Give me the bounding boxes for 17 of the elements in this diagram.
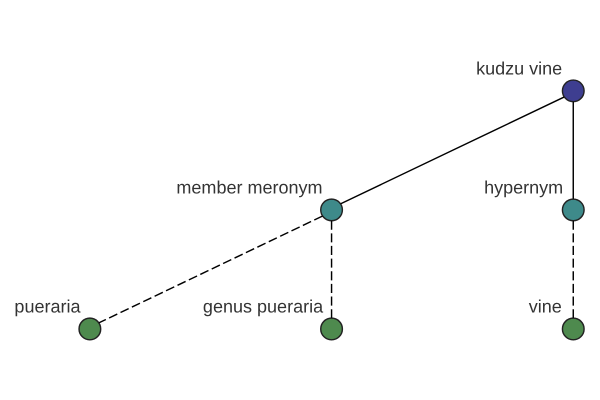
node-label: kudzu vine — [476, 58, 562, 79]
node-label: pueraria — [14, 296, 81, 317]
node-circle — [320, 198, 344, 222]
node-circle — [562, 79, 585, 102]
connector — [330, 220, 332, 318]
node-circle — [78, 317, 102, 340]
connector — [340, 96, 564, 204]
node-label: vine — [528, 296, 562, 317]
connector — [572, 220, 574, 318]
node-circle — [562, 198, 585, 222]
node-label: genus pueraria — [202, 296, 324, 317]
connector — [572, 102, 574, 199]
connector — [98, 215, 323, 324]
node-circle — [320, 317, 344, 340]
node-label: member meronym — [176, 178, 323, 198]
node-circle — [562, 317, 585, 340]
node-label: hypernym — [484, 178, 564, 198]
